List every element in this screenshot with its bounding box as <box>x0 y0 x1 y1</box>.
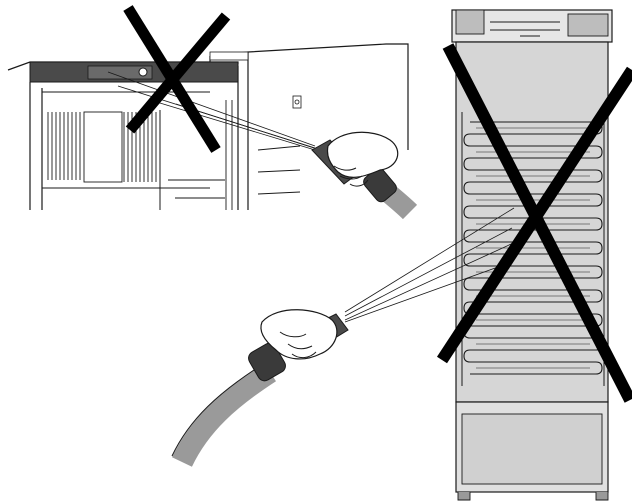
fridge-rear-scene <box>172 10 632 500</box>
spray-hose-1 <box>312 132 410 212</box>
spray-hose-2 <box>172 310 348 462</box>
rear-feet <box>458 492 608 500</box>
rear-top-bracket-right <box>568 14 608 36</box>
hand-1 <box>327 132 397 177</box>
hose-pipe-2 <box>182 372 270 462</box>
door-lock <box>293 96 301 108</box>
control-knob <box>139 68 147 76</box>
open-fridge-scene <box>8 8 410 212</box>
door-shelves <box>226 100 300 210</box>
interior-back-panel <box>84 112 122 182</box>
interior-frame <box>42 92 225 210</box>
rear-top-bracket-left <box>456 10 484 34</box>
door-hinge <box>210 52 248 60</box>
compressor-panel <box>462 414 602 484</box>
